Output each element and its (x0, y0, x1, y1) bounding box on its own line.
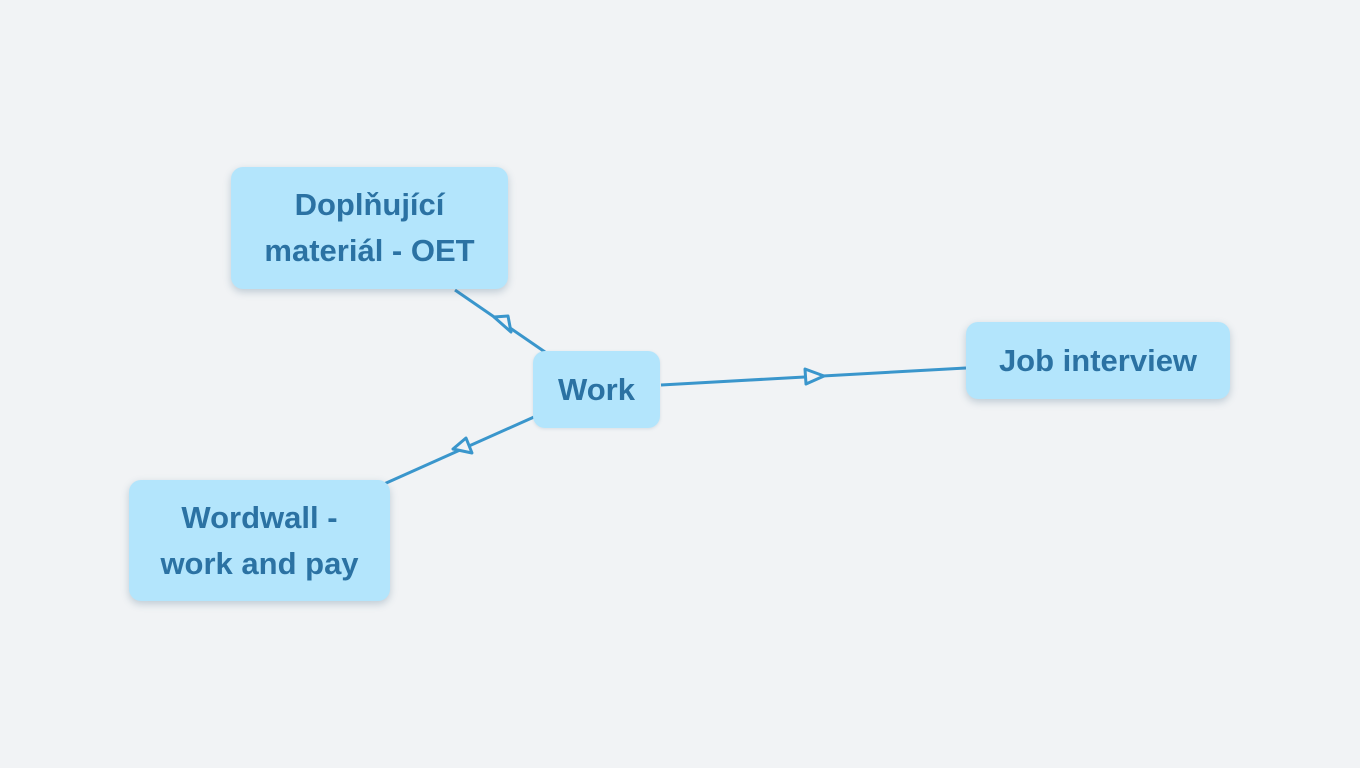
connector-arrow-job (803, 367, 826, 386)
node-doplnujici-material[interactable]: Doplňující materiál - OET (231, 167, 508, 289)
connector-arrow-wordwall (451, 436, 474, 455)
node-work-label: Work (558, 371, 635, 407)
connector-arrow-doplnek (492, 314, 513, 334)
node-work-central[interactable]: Work (533, 351, 660, 428)
node-wordwall-line-1: Wordwall - (181, 499, 338, 535)
node-job-interview[interactable]: Job interview (966, 322, 1230, 399)
node-job-interview-label: Job interview (998, 342, 1198, 378)
node-doplnujici-material-line-1: Doplňující (294, 187, 445, 222)
node-wordwall-line-2: work and pay (160, 545, 359, 581)
node-wordwall[interactable]: Wordwall - work and pay (129, 480, 390, 601)
node-doplnujici-material-line-2: materiál - OET (264, 233, 475, 268)
